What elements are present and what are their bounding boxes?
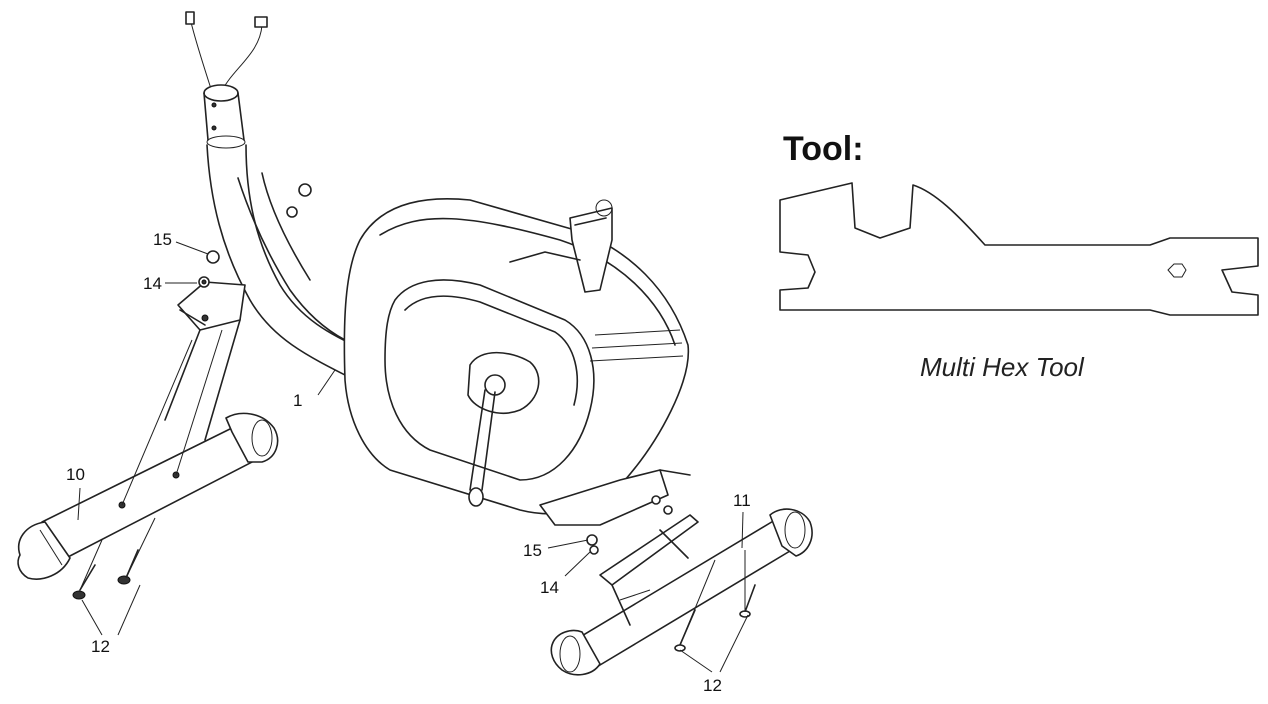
callout-bolt-right: 12 <box>703 676 722 695</box>
multi-hex-tool-wrench <box>779 182 1259 316</box>
rear-stabilizer <box>550 508 813 676</box>
callout-nut-left: 15 <box>153 230 172 249</box>
callout-nut-right: 15 <box>523 541 542 560</box>
callout-frame: 1 <box>293 391 302 410</box>
hardware-nuts-washers <box>198 183 673 555</box>
tool-title: Tool: <box>783 130 864 168</box>
main-frame <box>164 11 691 526</box>
hardware-bolts <box>72 549 756 652</box>
tool-caption: Multi Hex Tool <box>920 352 1085 382</box>
callout-front-stabilizer: 10 <box>66 465 85 484</box>
leader-lines <box>77 241 749 673</box>
callout-bolt-left: 12 <box>91 637 110 656</box>
front-stabilizer <box>17 412 279 580</box>
rear-bracket <box>599 514 699 626</box>
callout-rear-stabilizer: 11 <box>733 491 751 510</box>
callout-washer-left: 14 <box>143 274 162 293</box>
callout-washer-right: 14 <box>540 578 559 597</box>
